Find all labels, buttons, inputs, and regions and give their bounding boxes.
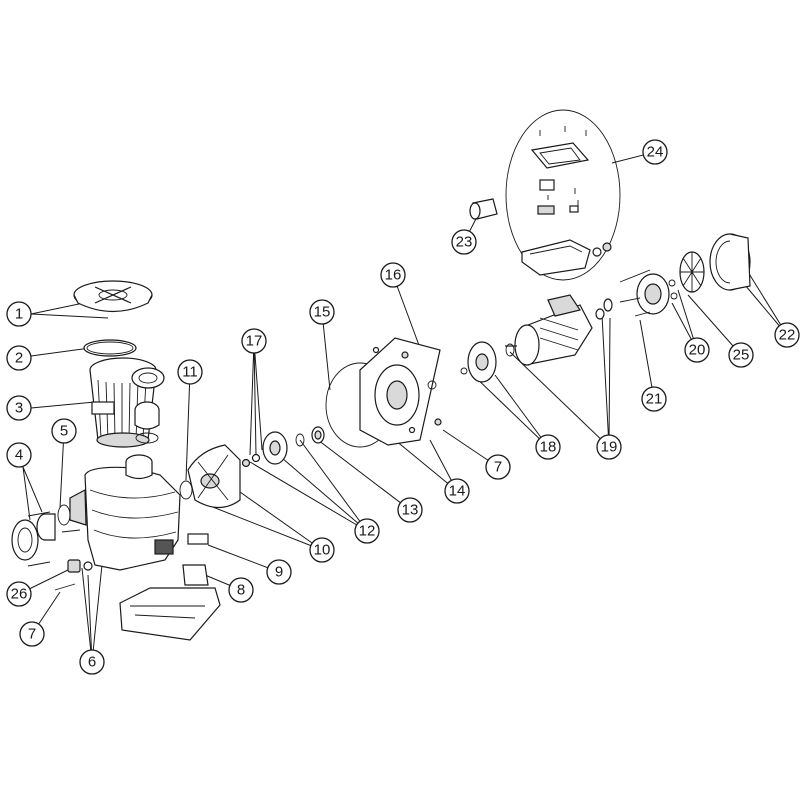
callout-2: 2 <box>6 345 32 371</box>
callout-24: 24 <box>642 139 668 165</box>
svg-text:23: 23 <box>456 234 473 251</box>
impeller-washers <box>241 433 305 468</box>
callout-9: 9 <box>266 559 292 585</box>
svg-text:10: 10 <box>314 542 331 559</box>
svg-text:19: 19 <box>601 439 618 456</box>
motor-body <box>505 294 593 366</box>
callout-7-left: 7 <box>19 621 45 647</box>
callout-1: 1 <box>6 301 32 327</box>
plate-washers <box>401 351 442 426</box>
terminal-box-cover <box>530 142 590 169</box>
pump-housing <box>69 454 181 571</box>
svg-text:18: 18 <box>540 439 557 456</box>
tie-rods <box>619 269 651 317</box>
pump-lid <box>73 280 153 312</box>
svg-text:5: 5 <box>60 423 68 440</box>
union-nut-top <box>131 367 165 389</box>
svg-text:7: 7 <box>494 459 502 476</box>
svg-text:20: 20 <box>689 342 706 359</box>
svg-text:9: 9 <box>275 564 283 581</box>
callout-25: 25 <box>728 342 754 368</box>
cooling-fan <box>679 251 705 293</box>
base-foot <box>182 564 209 586</box>
svg-text:4: 4 <box>15 447 23 464</box>
callout-4: 4 <box>6 442 32 468</box>
svg-text:8: 8 <box>237 582 245 599</box>
adapter-sleeve <box>134 401 160 430</box>
seal-plate <box>359 337 441 446</box>
svg-text:13: 13 <box>402 502 419 519</box>
callout-13: 13 <box>397 497 423 523</box>
callout-7-right: 7 <box>485 454 511 480</box>
callout-14: 14 <box>444 478 470 504</box>
fan-cover <box>709 233 751 291</box>
motor-bearings <box>505 298 613 357</box>
callout-22: 22 <box>774 322 800 348</box>
diffuser <box>187 444 241 509</box>
side-o-ring <box>57 504 71 526</box>
housing-bolts <box>27 511 81 591</box>
svg-text:7: 7 <box>28 626 36 643</box>
terminal-box-outline <box>505 109 621 281</box>
svg-text:17: 17 <box>246 333 263 350</box>
svg-text:15: 15 <box>314 304 331 321</box>
terminal-box-base <box>521 239 612 276</box>
callout-11: 11 <box>177 359 203 385</box>
svg-text:11: 11 <box>182 364 198 381</box>
rear-cover <box>636 273 670 315</box>
callout-21: 21 <box>641 386 667 412</box>
callout-19: 19 <box>596 434 622 460</box>
svg-text:26: 26 <box>11 586 28 603</box>
callout-23: 23 <box>451 229 477 255</box>
callout-3: 3 <box>6 395 32 421</box>
callout-10: 10 <box>309 537 335 563</box>
motor-flange <box>460 341 497 383</box>
svg-text:16: 16 <box>385 267 402 284</box>
side-union-nut <box>11 519 39 561</box>
mechanical-seal <box>311 426 325 444</box>
fan-washer <box>668 279 678 300</box>
pump-base <box>119 587 221 641</box>
callout-8: 8 <box>228 577 254 603</box>
callout-17: 17 <box>241 328 267 354</box>
svg-text:6: 6 <box>88 654 96 671</box>
callout-26: 26 <box>6 581 32 607</box>
callout-12: 12 <box>354 518 380 544</box>
callout-6: 6 <box>79 649 105 675</box>
svg-text:12: 12 <box>359 523 376 540</box>
svg-text:1: 1 <box>15 306 23 323</box>
svg-text:3: 3 <box>15 400 23 417</box>
svg-text:25: 25 <box>733 347 750 364</box>
drain-plug <box>67 559 93 573</box>
callout-20: 20 <box>684 337 710 363</box>
lid-o-ring <box>83 339 137 357</box>
small-block <box>187 533 209 545</box>
side-union-sleeve <box>36 513 56 541</box>
svg-text:22: 22 <box>779 327 796 344</box>
svg-text:14: 14 <box>449 483 466 500</box>
callout-18: 18 <box>535 434 561 460</box>
diffuser-o-ring <box>179 480 193 500</box>
impeller <box>262 431 288 465</box>
callout-15: 15 <box>309 299 335 325</box>
callout-5: 5 <box>51 418 77 444</box>
svg-text:24: 24 <box>647 144 664 161</box>
svg-text:21: 21 <box>646 391 663 408</box>
svg-text:2: 2 <box>15 350 23 367</box>
capacitor <box>469 198 498 220</box>
callout-16: 16 <box>380 262 406 288</box>
terminal-parts <box>537 126 587 215</box>
small-o-ring <box>135 432 159 444</box>
